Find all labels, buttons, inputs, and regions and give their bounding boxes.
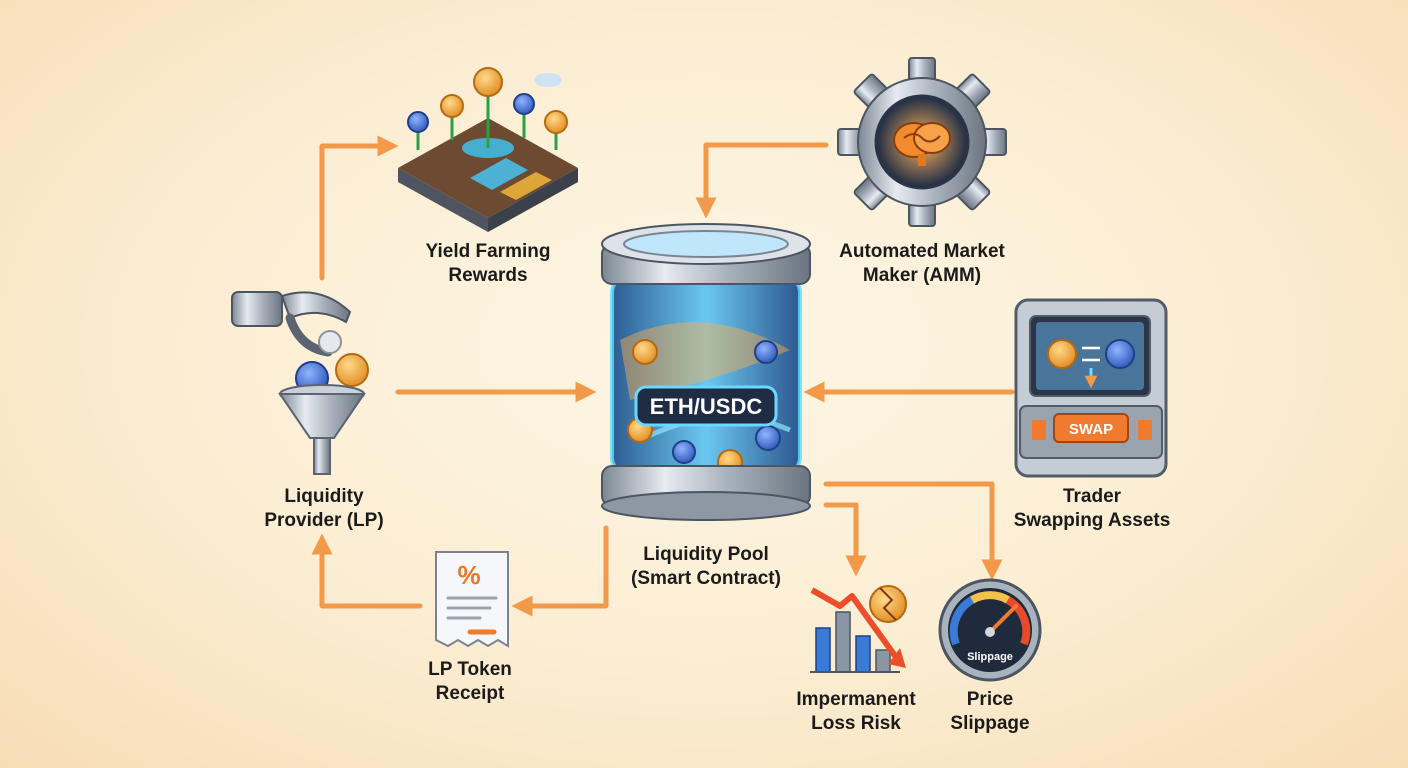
gold-coin-icon: [632, 339, 658, 365]
plant-icon: [416, 95, 558, 150]
brain-icon: [893, 122, 951, 166]
receipt-symbol: %: [457, 560, 480, 590]
liquidity-pool-container: ETH/USDC: [601, 223, 811, 521]
swap-button-label: SWAP: [1069, 421, 1113, 438]
arrow-amm-to-pool: [695, 142, 829, 219]
swap-button[interactable]: [1053, 413, 1129, 443]
amm-label-line1: Automated Market: [839, 241, 1005, 262]
blue-coin-icon: [755, 425, 781, 451]
flow-arrows: [311, 135, 1015, 617]
eth-coin-icon: [513, 93, 535, 115]
usdc-coin-icon: [1105, 339, 1135, 369]
arrow-pool-to-impermanent: [823, 502, 867, 577]
lp-label-line2: Provider (LP): [264, 510, 384, 531]
gauge-needle: [988, 604, 1018, 634]
price-slippage-label-line1: Price: [966, 689, 1014, 710]
gauge-label: Slippage: [967, 651, 1013, 663]
trader-label-line1: Trader: [1062, 486, 1122, 507]
eth-coin-icon: [473, 67, 503, 97]
lp-token-receipt-label-line1: LP Token: [428, 659, 512, 680]
trader-label-line2: Swapping Assets: [1013, 510, 1171, 531]
btc-coin-icon: [440, 94, 464, 118]
btc-coin-icon: [1047, 339, 1077, 369]
impermanent-loss-illustration: [810, 585, 907, 673]
arrow-lp-to-yield: [319, 135, 399, 281]
impermanent-loss-label-line1: Impermanent: [796, 689, 916, 710]
arrow-pool-to-slippage: [823, 481, 1003, 581]
blue-coin-icon: [672, 440, 696, 464]
btc-coin-icon: [544, 110, 568, 134]
liquidity-pool-label: Liquidity Pool (Smart Contract): [631, 543, 781, 591]
robot-hand-icon: [231, 291, 352, 357]
slippage-gauge-illustration: Slippage: [938, 578, 1042, 682]
funnel-icon: [278, 384, 366, 475]
yield-farming-label-line1: Yield Farming: [425, 241, 551, 262]
swap-arrows-icon: [1082, 346, 1100, 362]
arrow-receipt-to-lp: [311, 533, 423, 609]
cloud-icon: [534, 73, 562, 87]
yield-farm-illustration: [398, 67, 578, 232]
amm-gear-illustration: [837, 57, 1007, 227]
lp-label: Liquidity Provider (LP): [264, 485, 383, 533]
price-slippage-label-line2: Slippage: [950, 713, 1030, 734]
blue-coin-icon: [754, 340, 778, 364]
lp-token-receipt-label: LP Token Receipt: [428, 658, 512, 706]
impermanent-loss-label: Impermanent Loss Risk: [796, 688, 915, 736]
pool-pair-badge: ETH/USDC: [650, 394, 763, 419]
lp-token-receipt-label-line2: Receipt: [435, 683, 505, 704]
liquidity-pool-label-line2: (Smart Contract): [631, 568, 781, 589]
trader-swap-illustration: SWAP: [1014, 298, 1168, 478]
trader-label: Trader Swapping Assets: [1014, 485, 1171, 533]
price-slippage-label: Price Slippage: [950, 688, 1029, 736]
amm-label: Automated Market Maker (AMM): [839, 240, 1005, 288]
eth-coin-icon: [407, 111, 429, 133]
lp-label-line1: Liquidity: [284, 486, 364, 507]
liquidity-pool-label-line1: Liquidity Pool: [643, 544, 769, 565]
yield-farming-label: Yield Farming Rewards: [426, 240, 551, 288]
arrow-pool-to-receipt: [511, 525, 609, 617]
impermanent-loss-label-line2: Loss Risk: [811, 713, 901, 734]
receipt-illustration: %: [435, 551, 509, 648]
yield-farming-label-line2: Rewards: [448, 265, 528, 286]
bar-chart-icon: [810, 611, 900, 673]
amm-label-line2: Maker (AMM): [862, 265, 982, 286]
downtrend-arrow-icon: [810, 587, 901, 662]
btc-coin-icon: [335, 353, 369, 387]
lp-illustration: [231, 291, 369, 475]
